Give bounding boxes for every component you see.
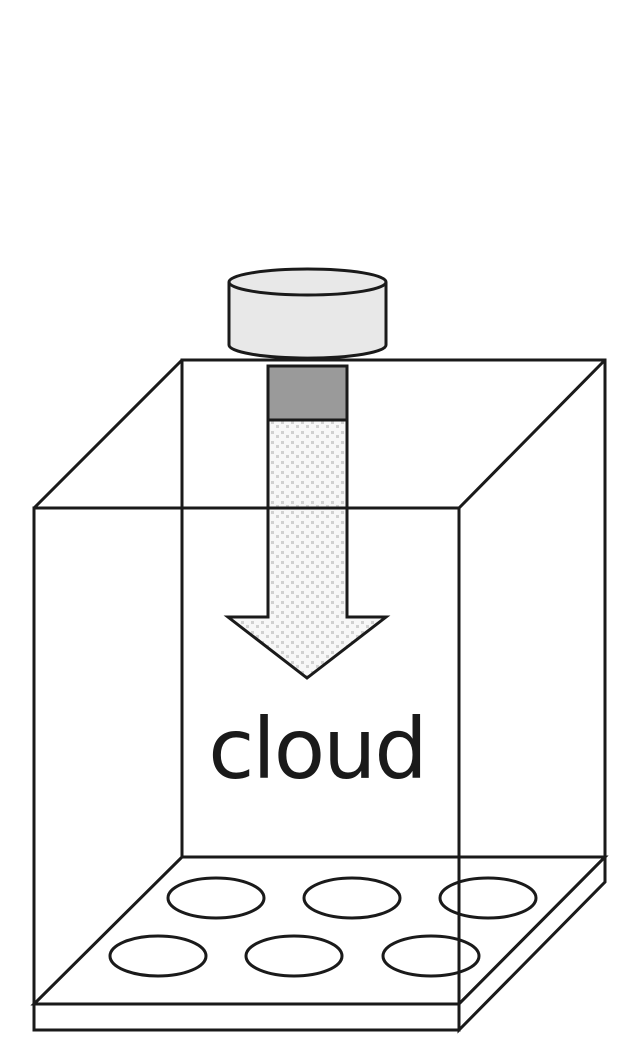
- source-column: [266, 364, 349, 422]
- chamber-front-face: [32, 506, 461, 1032]
- well: [302, 876, 402, 920]
- downward-arrow: [223, 418, 391, 680]
- radioactive-source-cap: [227, 267, 388, 360]
- well: [438, 876, 538, 920]
- well-plate-front: [32, 1002, 461, 1032]
- wells: [108, 876, 538, 978]
- well-plate-top: [30, 855, 609, 1006]
- well: [244, 934, 344, 978]
- well: [108, 934, 208, 978]
- well: [381, 934, 481, 978]
- cloud-label: cloud: [208, 700, 427, 798]
- well: [166, 876, 266, 920]
